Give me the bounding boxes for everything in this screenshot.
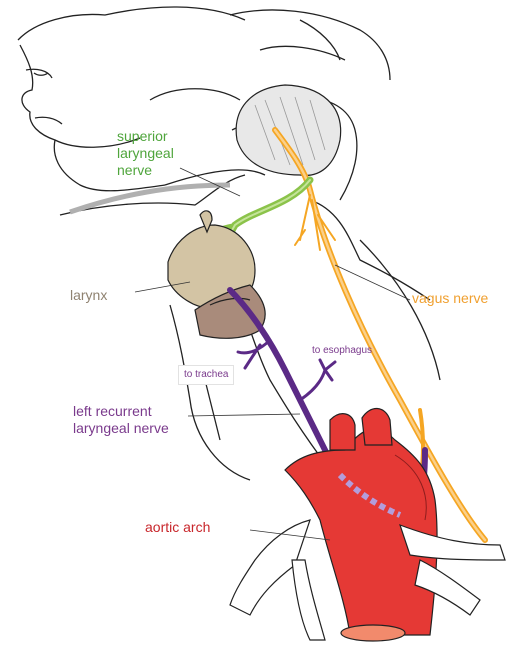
label-to-trachea: to trachea xyxy=(178,365,234,385)
label-vagus-nerve: vagus nerve xyxy=(412,290,488,307)
larynx-shape xyxy=(168,211,265,338)
label-left-recurrent-laryngeal-nerve: left recurrent laryngeal nerve xyxy=(73,403,169,437)
label-superior-laryngeal-nerve: superior laryngeal nerve xyxy=(117,128,174,179)
label-larynx: larynx xyxy=(70,287,107,304)
label-aortic-arch: aortic arch xyxy=(145,519,210,536)
ear-shape xyxy=(236,85,340,175)
label-to-esophagus: to esophagus xyxy=(312,345,372,357)
